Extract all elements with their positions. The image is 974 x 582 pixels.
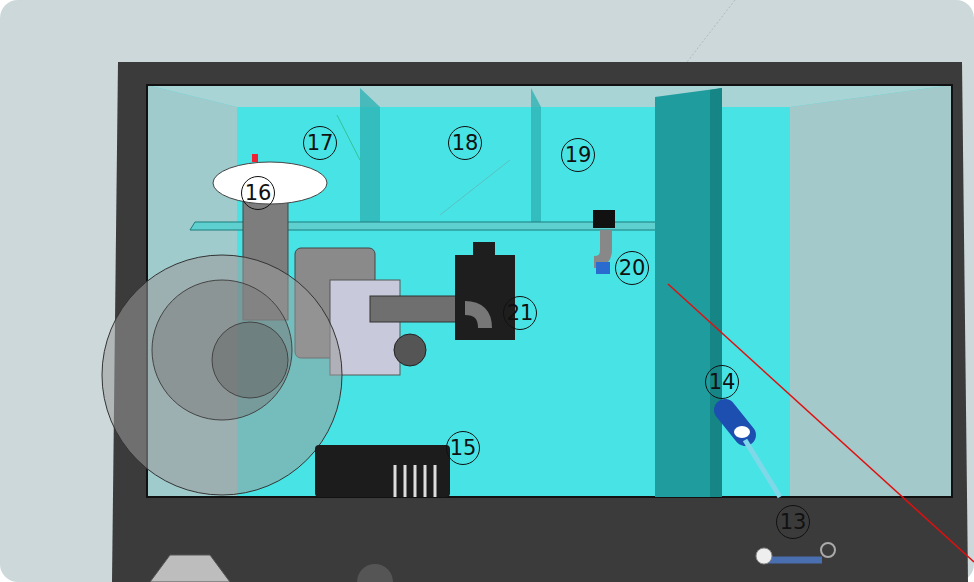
fitting-cap (593, 210, 615, 228)
hex-fitting (150, 555, 230, 582)
callout-circle: 18 (448, 126, 482, 160)
fitting (357, 564, 393, 582)
callout-number: 15 (450, 438, 477, 459)
tube-end (734, 426, 750, 438)
skimmer-neck (212, 322, 288, 398)
valve (596, 262, 610, 274)
skimmer-cone (102, 255, 342, 495)
media-reactor (455, 255, 515, 340)
pipe (465, 308, 485, 328)
callout-circle: 16 (241, 176, 275, 210)
skimmer-cup (152, 280, 292, 420)
callout-circle: 15 (446, 431, 480, 465)
callout-number: 21 (507, 303, 534, 324)
cabinet-frame (112, 62, 968, 582)
callout-number: 16 (245, 183, 272, 204)
callout-circle: 14 (705, 365, 739, 399)
elbow-fitting (594, 230, 606, 262)
callout-number: 13 (780, 512, 807, 533)
callout-circle: 17 (303, 126, 337, 160)
return-pump (315, 445, 450, 497)
pump-motor (394, 334, 426, 366)
callout-circle: 20 (615, 251, 649, 285)
tank-right-wall (790, 85, 952, 497)
baffle (531, 88, 541, 230)
pipe-fitting (821, 543, 835, 557)
grille-bar (414, 465, 417, 497)
cable (745, 440, 780, 497)
baffle (360, 88, 380, 230)
callout-number: 17 (307, 133, 334, 154)
reactor-cap (473, 242, 495, 256)
skimmer-lid (213, 162, 327, 204)
callout-circle: 21 (503, 296, 537, 330)
callout-number: 19 (565, 145, 592, 166)
leader-line (668, 284, 974, 562)
callout-number: 18 (452, 133, 479, 154)
marker (252, 154, 258, 162)
pump-grille (395, 465, 435, 497)
callout-circle: 13 (776, 505, 810, 539)
grille-bar (404, 465, 407, 497)
callout-circle: 19 (561, 138, 595, 172)
guide-line (337, 115, 360, 160)
grille-bar (434, 465, 437, 497)
callout-number: 20 (619, 258, 646, 279)
callout-number: 14 (709, 372, 736, 393)
pipe-fitting (756, 548, 772, 564)
baffle-edge (710, 88, 722, 497)
guide-line (440, 160, 510, 215)
grille-bar (394, 465, 397, 497)
grille-bar (424, 465, 427, 497)
baffle-main (655, 88, 722, 497)
